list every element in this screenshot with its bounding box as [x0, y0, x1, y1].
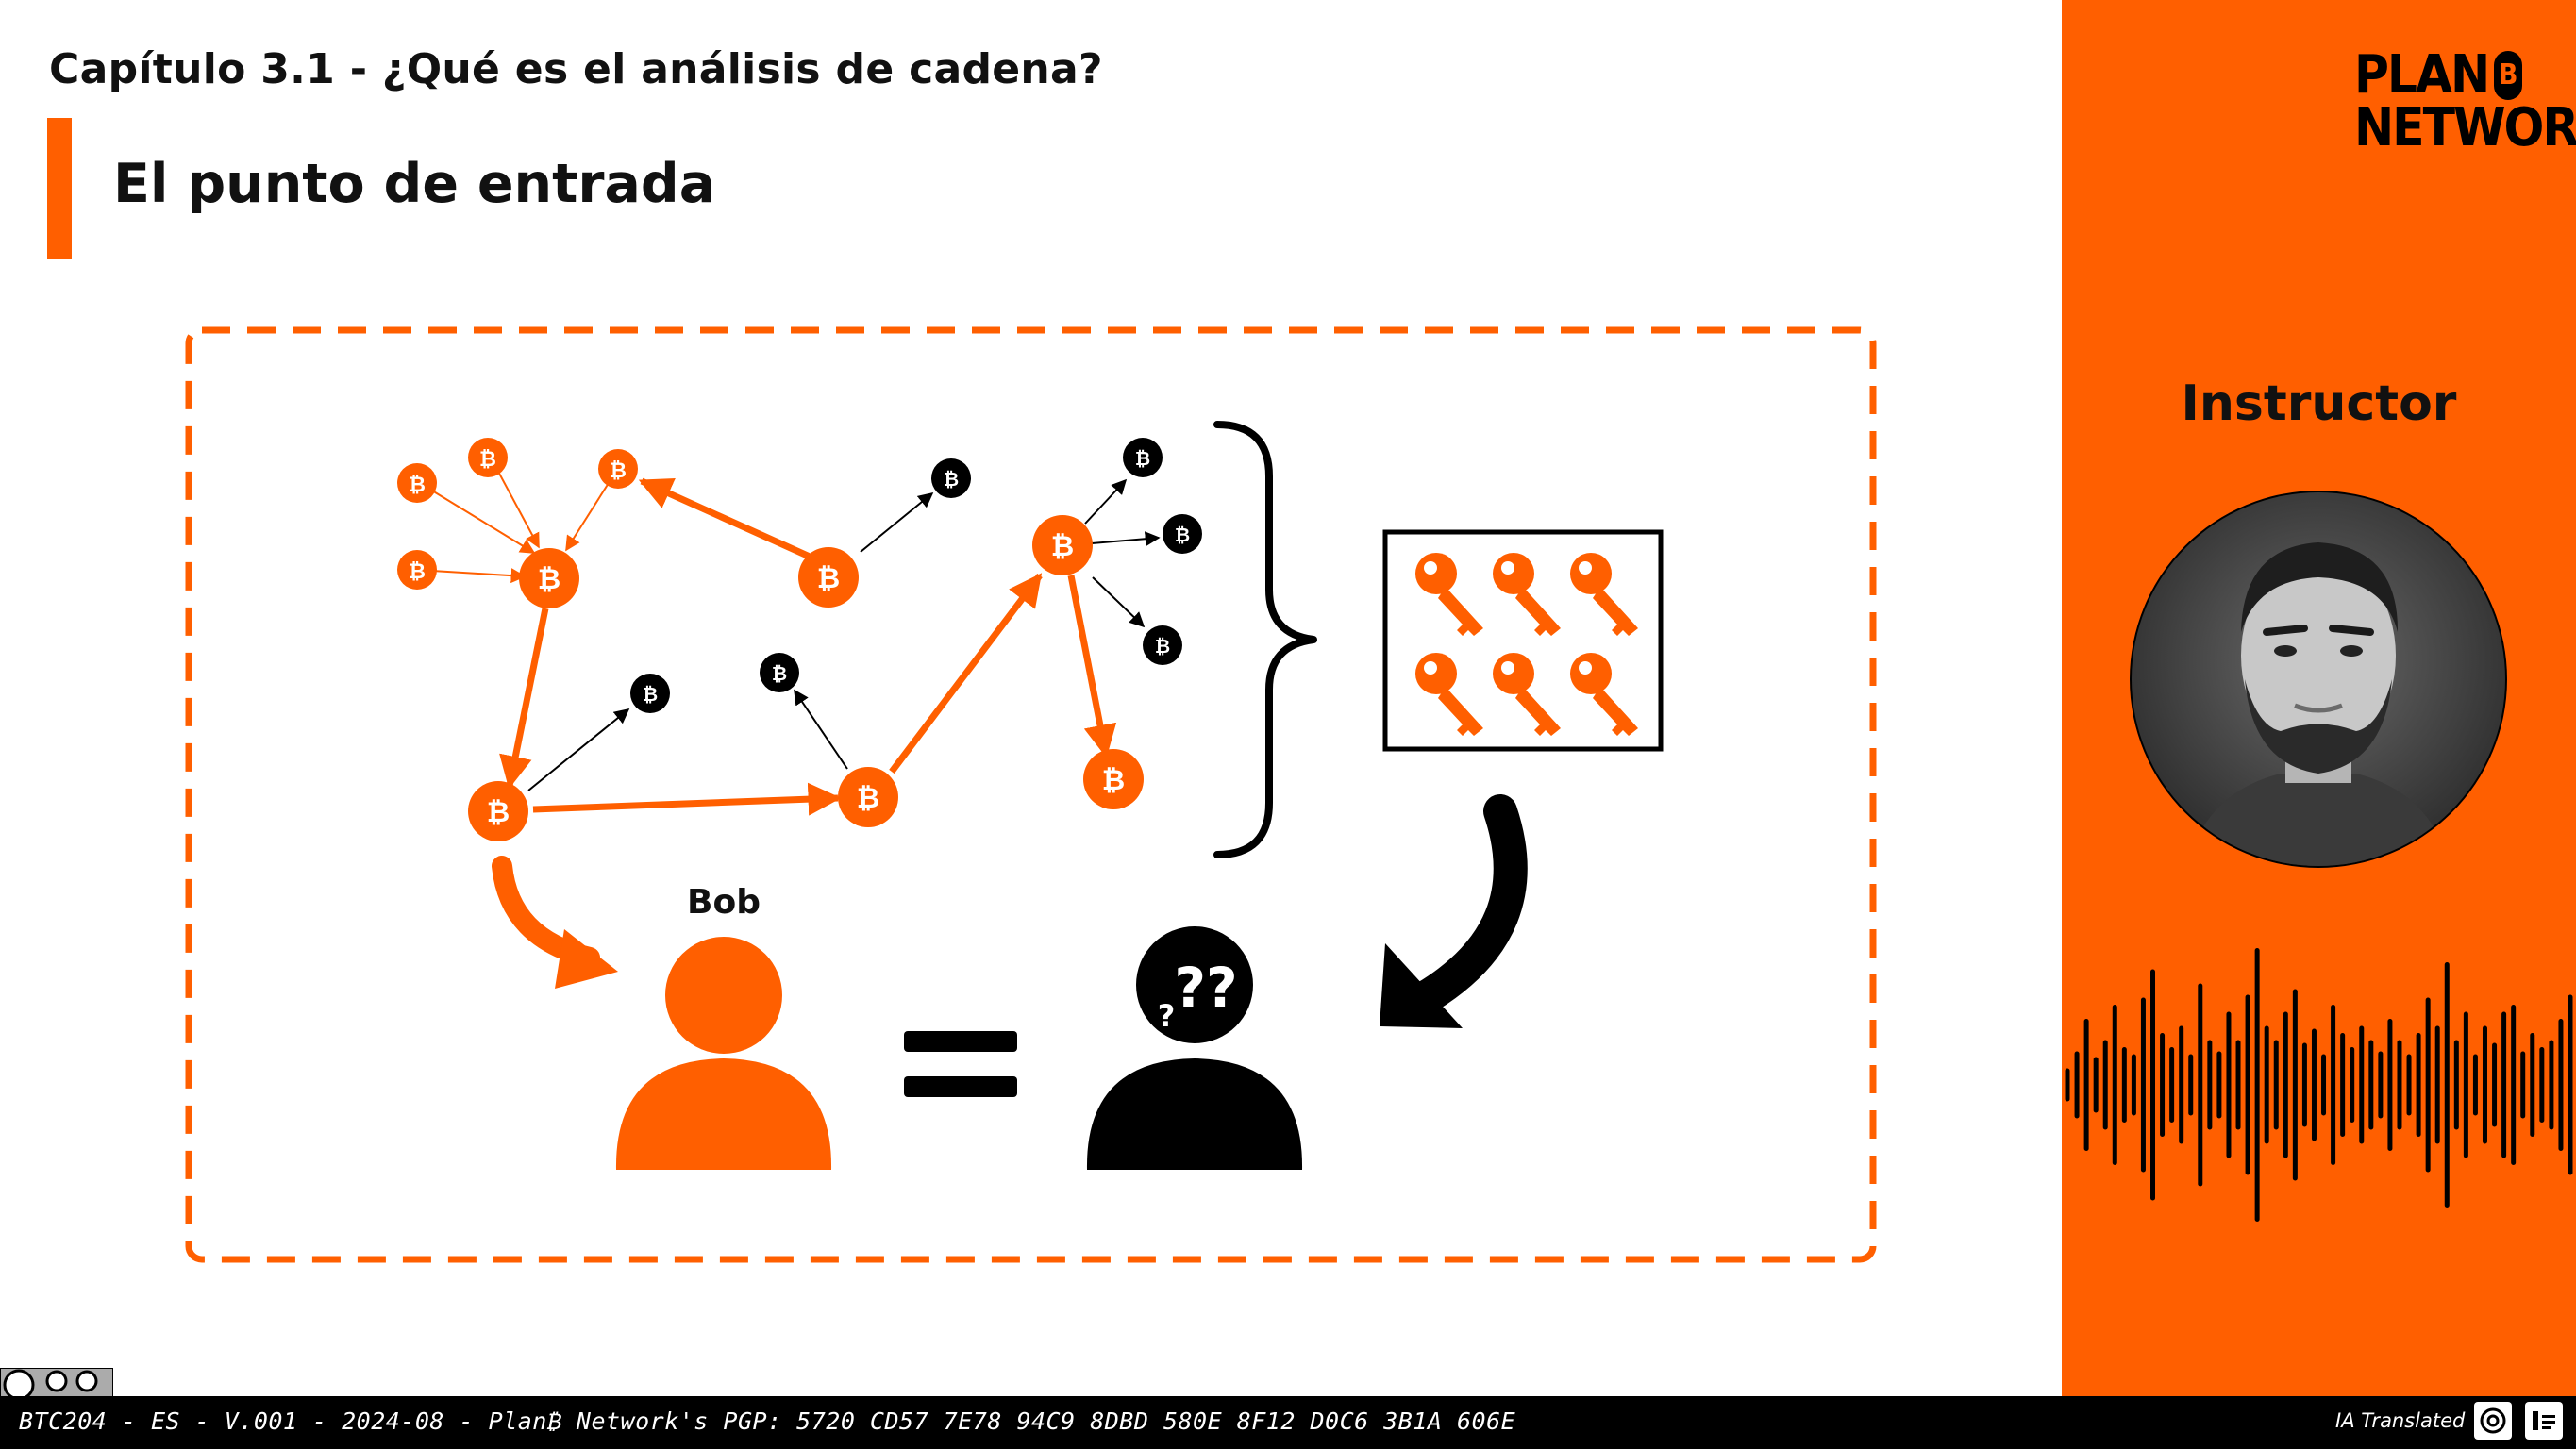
instructor-avatar: [2130, 491, 2507, 868]
svg-text:₿: ₿: [409, 474, 426, 497]
title-accent-bar: [47, 118, 72, 259]
question-marks: ??: [1174, 956, 1237, 1020]
entry-point-diagram: ₿ ₿ ₿ ₿ ₿ ₿ ₿ ₿ ₿ ₿ ₿ ₿ ₿ ₿ ₿ ₿ Bob ?? ?: [185, 326, 1877, 1263]
output-arrow: [1084, 478, 1128, 525]
svg-text:₿: ₿: [817, 562, 840, 595]
coin-black: ₿: [1163, 514, 1202, 554]
input-arrow: [427, 487, 536, 554]
plan-b-network-logo: PLAN B NETWORK: [2354, 49, 2576, 158]
svg-text:₿: ₿: [487, 796, 510, 829]
input-arrow: [495, 467, 540, 549]
unknown-person-icon: ?? ?: [1086, 926, 1303, 1170]
coin-orange: ₿: [468, 781, 528, 841]
logo-word-plan: PLAN: [2354, 44, 2490, 106]
coin-black: ₿: [931, 458, 971, 498]
coin-orange: ₿: [397, 550, 437, 590]
svg-text:₿: ₿: [1051, 530, 1074, 563]
curved-arrow-black: [1408, 794, 1528, 1015]
output-arrow: [527, 708, 630, 791]
input-arrow: [565, 482, 610, 552]
flow-arrow: [638, 477, 811, 560]
svg-text:₿: ₿: [772, 662, 787, 685]
coin-orange: ₿: [1032, 515, 1093, 575]
audio-waveform: [2065, 948, 2573, 1222]
bob-label: Bob: [687, 883, 761, 922]
footer-bar: [0, 1396, 2576, 1449]
svg-text:₿: ₿: [643, 683, 658, 706]
flow-arrow: [889, 573, 1043, 774]
svg-text:₿: ₿: [479, 448, 496, 472]
logo-line-1: PLAN B: [2354, 49, 2543, 102]
question-mark-small: ?: [1158, 998, 1176, 1034]
coin-orange: ₿: [798, 547, 859, 608]
output-arrow: [794, 689, 848, 770]
coin-orange: ₿: [598, 449, 638, 489]
svg-text:₿: ₿: [944, 468, 959, 491]
svg-text:₿: ₿: [409, 560, 426, 584]
svg-text:₿: ₿: [1175, 524, 1190, 546]
output-arrow: [1091, 531, 1161, 547]
coin-orange: ₿: [519, 548, 579, 608]
logo-word-network: NETWORK: [2354, 97, 2576, 158]
svg-text:₿: ₿: [1155, 635, 1170, 658]
ia-translated-label: IA Translated: [2335, 1409, 2466, 1432]
svg-text:₿: ₿: [857, 782, 879, 815]
svg-text:₿: ₿: [1135, 447, 1150, 470]
svg-text:₿: ₿: [610, 459, 627, 483]
flow-arrow: [532, 782, 842, 816]
equals-sign: [904, 1031, 1017, 1097]
slide-title: El punto de entrada: [113, 153, 716, 215]
dashed-frame: [185, 326, 1877, 1263]
output-arrow: [1092, 576, 1146, 628]
voice-logo-icon: [2525, 1402, 2563, 1440]
ai-logo-icon: [2474, 1402, 2512, 1440]
coin-orange: ₿: [1083, 749, 1144, 809]
coin-orange: ₿: [397, 463, 437, 503]
coin-black: ₿: [760, 653, 799, 692]
flow-arrow: [499, 608, 549, 790]
output-arrow: [860, 491, 934, 553]
input-arrow: [431, 568, 527, 584]
logo-b-badge: B: [2494, 51, 2523, 100]
coin-black: ₿: [1123, 438, 1163, 477]
svg-text:₿: ₿: [538, 563, 560, 596]
coin-black: ₿: [1143, 625, 1182, 665]
svg-text:₿: ₿: [1102, 764, 1125, 797]
bob-person-icon: [615, 937, 832, 1170]
coin-black: ₿: [630, 674, 670, 713]
flow-arrow: [1067, 575, 1117, 758]
chapter-title: Capítulo 3.1 - ¿Qué es el análisis de ca…: [49, 45, 1103, 93]
instructor-label: Instructor: [2181, 375, 2457, 432]
curly-brace: [1213, 421, 1317, 858]
coin-orange: ₿: [838, 767, 898, 827]
coin-orange: ₿: [468, 438, 508, 477]
footer-course-info: BTC204 - ES - V.001 - 2024-08 - Plan₿ Ne…: [19, 1407, 1516, 1435]
